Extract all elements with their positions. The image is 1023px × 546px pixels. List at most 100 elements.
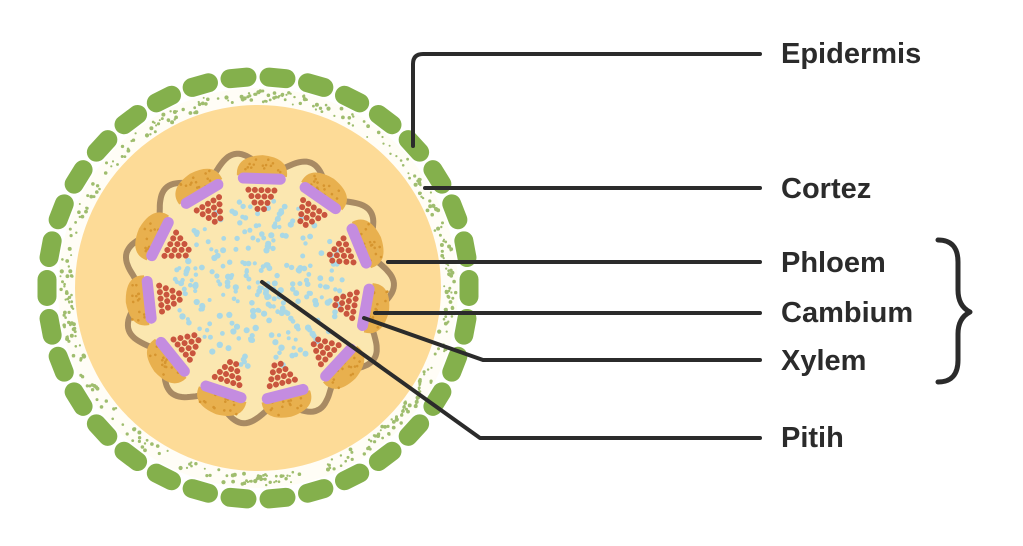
epidermis-cell bbox=[64, 160, 93, 194]
epidermis-speckle bbox=[95, 190, 99, 194]
pith-cell bbox=[278, 310, 285, 317]
pith-cell bbox=[202, 334, 207, 339]
epidermis-speckle bbox=[88, 384, 92, 388]
phloem-speckle bbox=[323, 188, 326, 191]
epidermis-speckle bbox=[367, 438, 371, 441]
epidermis-speckle bbox=[320, 110, 324, 113]
epidermis-speckle bbox=[79, 358, 83, 362]
pith-cell bbox=[303, 277, 310, 283]
xylem-vessel bbox=[170, 336, 177, 343]
pith-cell bbox=[242, 215, 249, 221]
phloem-speckle bbox=[138, 310, 141, 314]
pith-cell bbox=[275, 309, 281, 315]
epidermis-speckle bbox=[450, 270, 455, 275]
cortex-label: Cortez bbox=[781, 173, 871, 205]
xylem-vessel bbox=[302, 221, 309, 228]
pith-cell bbox=[271, 296, 277, 302]
epidermis-speckle bbox=[450, 306, 455, 310]
phloem-speckle bbox=[337, 189, 341, 193]
epidermis-speckle bbox=[116, 163, 119, 166]
pith-cell bbox=[250, 313, 257, 320]
epidermis-speckle bbox=[447, 244, 452, 249]
epidermis-speckle bbox=[254, 92, 258, 96]
epidermis-speckle bbox=[65, 259, 70, 263]
pith-cell bbox=[194, 242, 199, 248]
epidermis-speckle bbox=[429, 191, 432, 194]
pith-cell bbox=[243, 273, 249, 279]
xylem-vessel bbox=[228, 366, 235, 373]
epidermis-speckle bbox=[85, 384, 89, 388]
xylem-vessel bbox=[260, 206, 267, 213]
epidermis-speckle bbox=[401, 164, 405, 167]
xylem-vessel bbox=[236, 382, 243, 389]
epidermis-cell bbox=[398, 414, 430, 446]
pith-cell bbox=[229, 320, 235, 326]
xylem-vessel bbox=[161, 252, 168, 259]
xylem-vessel bbox=[340, 235, 347, 242]
epidermis-speckle bbox=[443, 285, 446, 288]
epidermis-speckle bbox=[383, 425, 387, 429]
pith-cell bbox=[328, 276, 335, 282]
epidermis-speckle bbox=[277, 480, 281, 484]
epidermis-speckle bbox=[190, 461, 193, 464]
epidermis-speckle bbox=[261, 477, 265, 481]
epidermis-speckle bbox=[437, 347, 440, 351]
pith-cell bbox=[271, 198, 277, 204]
xylem-vessel bbox=[340, 252, 347, 259]
phloem-speckle bbox=[355, 364, 359, 368]
epidermis-speckle bbox=[114, 407, 118, 410]
epidermis-speckle bbox=[381, 436, 384, 440]
xylem-vessel bbox=[299, 204, 306, 211]
phloem-speckle bbox=[143, 227, 147, 231]
pith-cell bbox=[221, 236, 227, 241]
phloem-cap bbox=[135, 212, 169, 261]
epidermis-speckle bbox=[143, 448, 147, 453]
epidermis-speckle bbox=[324, 103, 328, 107]
pith-cell bbox=[278, 208, 285, 214]
xylem-vessel bbox=[235, 375, 242, 382]
epidermis-speckle bbox=[441, 221, 444, 225]
phloem-speckle bbox=[353, 365, 357, 368]
phloem-speckle bbox=[367, 222, 370, 226]
phloem-speckle bbox=[244, 167, 247, 171]
pith-cell bbox=[186, 319, 192, 326]
epidermis-cell bbox=[423, 160, 452, 194]
phloem-speckle bbox=[358, 360, 361, 363]
epidermis-speckle bbox=[445, 330, 448, 333]
xylem-vessel bbox=[230, 380, 237, 387]
phloem-speckle bbox=[249, 166, 253, 169]
phloem-speckle bbox=[137, 319, 140, 322]
pith-cell bbox=[306, 272, 312, 277]
phloem-speckle bbox=[299, 404, 303, 408]
xylem-vessel bbox=[176, 296, 183, 303]
epidermis-speckle bbox=[137, 430, 142, 435]
epidermis-speckle bbox=[447, 269, 450, 273]
epidermis-speckle bbox=[297, 472, 302, 477]
pith-cell bbox=[285, 330, 291, 335]
epidermis-speckle bbox=[158, 119, 161, 122]
xylem-vessel bbox=[177, 335, 184, 342]
epidermis-speckle bbox=[288, 475, 291, 477]
pith-cell bbox=[332, 309, 338, 315]
epidermis-speckle bbox=[394, 416, 398, 420]
epidermis-speckle bbox=[303, 94, 306, 97]
phloem-speckle bbox=[148, 354, 152, 358]
pith-cell bbox=[209, 269, 215, 275]
vascular-bundle bbox=[146, 332, 202, 384]
epidermis-speckle bbox=[437, 329, 442, 334]
phloem-cap bbox=[146, 338, 187, 384]
epidermis-speckle bbox=[170, 120, 175, 125]
cambium-band bbox=[320, 343, 357, 382]
phloem-speckle bbox=[379, 255, 383, 259]
pith-cell bbox=[317, 283, 323, 289]
xylem-vessel bbox=[331, 346, 338, 353]
phloem-speckle bbox=[287, 399, 290, 403]
xylem-vessel bbox=[337, 306, 344, 313]
epidermis-speckle bbox=[286, 474, 289, 477]
xylem-vessel bbox=[251, 199, 258, 206]
xylem-vessel bbox=[269, 369, 276, 376]
epidermis-speckle bbox=[240, 482, 245, 486]
epidermis-speckle bbox=[344, 459, 348, 463]
epidermis-cell bbox=[37, 270, 57, 306]
pith-cell bbox=[303, 241, 308, 246]
